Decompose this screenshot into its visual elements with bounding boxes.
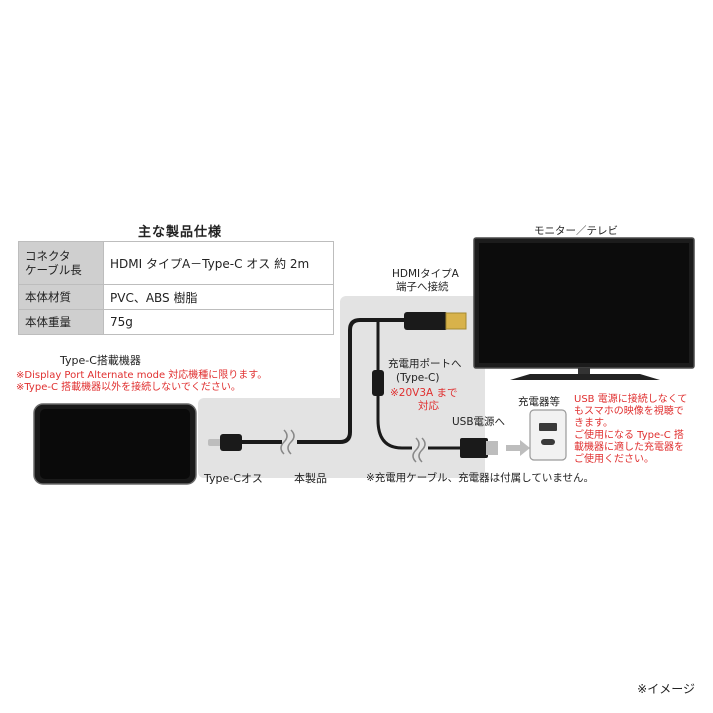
hdmi-label: HDMIタイプA [392,268,459,280]
monitor-label: モニター／テレビ [534,225,618,237]
image-note: ※イメージ [637,682,695,696]
charger-icon [529,409,567,461]
spec-value: 75g [103,309,334,335]
table-row: 本体材質 PVC、ABS 樹脂 [18,284,334,310]
typec-male-label: Type-Cオス [204,472,263,485]
product-cable-icon [208,312,467,455]
device-label: Type-C搭載機器 [60,354,141,367]
usb-power-label: USB電源へ [452,416,506,428]
device-note: ※Type-C 搭載機器以外を接続しないでください。 [16,382,241,393]
charge-spec-label: 対応 [418,400,439,412]
usb-note-line: ご使用ください。 [574,454,654,465]
spec-key-line: コネクタ [25,249,71,263]
not-included-note: ※充電用ケーブル、充電器は付属していません。 [366,472,595,484]
charge-port-label: (Type-C) [396,372,440,384]
charge-port-label: 充電用ポートへ [388,358,462,370]
charge-spec-label: ※20V3A まで [390,387,458,399]
arrow-right-icon [506,440,530,456]
usb-note-line: もスマホの映像を視聴で [574,406,684,417]
usb-note-line: USB 電源に接続しなくて [574,394,688,405]
usb-note-line: きます。 [574,418,613,429]
table-row: 本体重量 75g [18,309,334,335]
usb-note-line: ご使用になる Type-C 搭 [574,430,684,441]
product-label: 本製品 [294,472,327,485]
spec-table: コネクタ ケーブル長 HDMI タイプA－Type-C オス 約 2m 本体材質… [18,241,334,335]
phone-icon [33,403,197,485]
table-row: コネクタ ケーブル長 HDMI タイプA－Type-C オス 約 2m [18,241,334,285]
monitor-icon [473,237,695,380]
spec-value: HDMI タイプA－Type-C オス 約 2m [103,241,334,285]
usb-note-line: 載機器に適した充電器を [574,442,684,453]
spec-key: 本体重量 [18,309,104,335]
spec-title: 主な製品仕様 [137,225,222,240]
charger-label: 充電器等 [518,396,560,408]
spec-key: 本体材質 [18,284,104,310]
spec-value: PVC、ABS 樹脂 [103,284,334,310]
spec-key-line: ケーブル長 [25,263,82,277]
hdmi-label: 端子へ接続 [396,281,449,293]
device-note: ※Display Port Alternate mode 対応機種に限ります。 [16,370,268,381]
charging-cable-icon [372,320,498,463]
